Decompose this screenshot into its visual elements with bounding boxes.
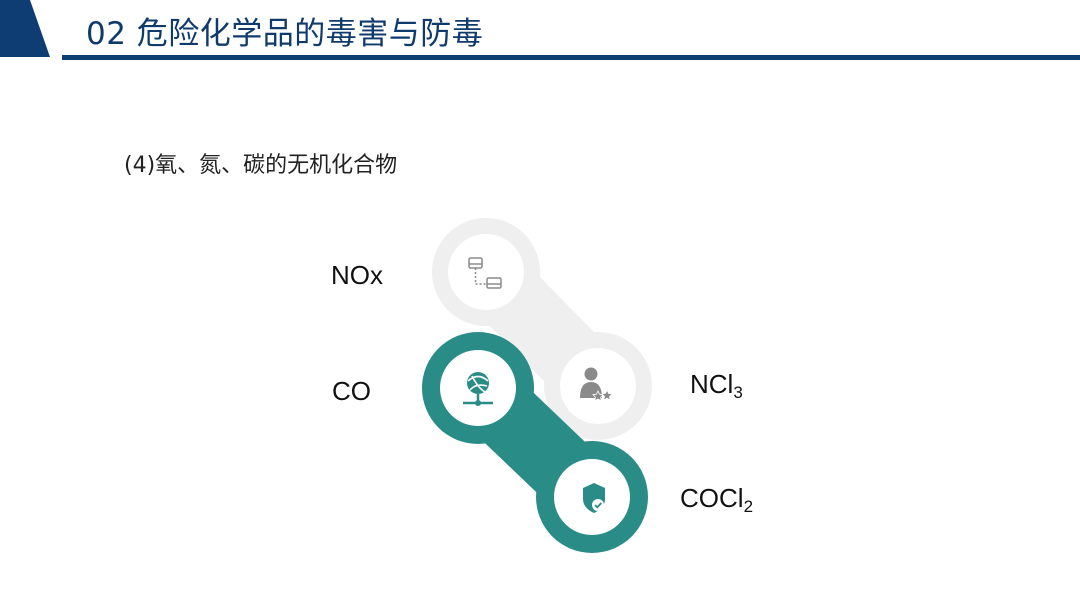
label-cocl2-subscript: 2 — [743, 497, 754, 516]
label-ncl3: NCl3 — [690, 369, 743, 403]
page-title: 02 危险化学品的毒害与防毒 — [86, 16, 484, 52]
network-nodes-icon — [468, 257, 502, 289]
linked-circles-diagram — [422, 218, 652, 553]
label-cocl2: COCl2 — [680, 483, 753, 517]
user-stars-icon — [580, 367, 612, 402]
label-nox-text: NOx — [331, 260, 383, 290]
section-subtitle: (4)氧、氮、碳的无机化合物 — [124, 153, 398, 178]
label-co: CO — [332, 376, 371, 407]
label-cocl2-text: COCl — [680, 483, 744, 513]
label-ncl3-subscript: 3 — [733, 383, 743, 402]
shield-check-icon — [583, 483, 605, 513]
label-nox: NOx — [331, 260, 383, 291]
header-underline — [62, 55, 1080, 60]
label-co-text: CO — [332, 376, 371, 406]
nox-disc — [448, 234, 524, 310]
globe-network-icon — [463, 372, 493, 406]
label-ncl3-text: NCl — [690, 369, 734, 399]
header-corner-tab — [0, 0, 50, 57]
